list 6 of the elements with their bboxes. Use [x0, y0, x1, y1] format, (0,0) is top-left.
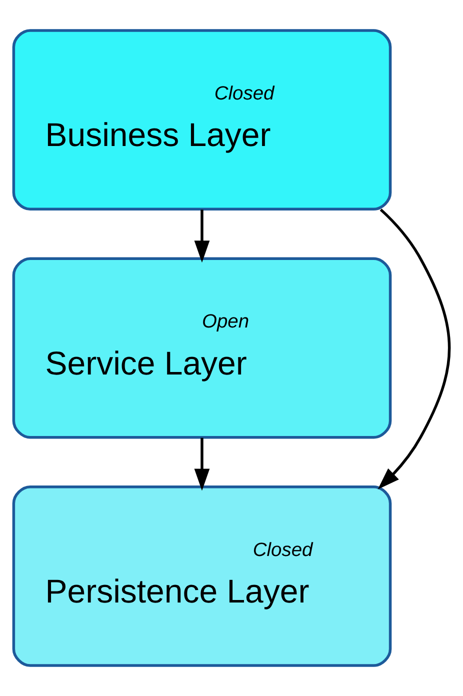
arrow — [194, 438, 210, 491]
arrow — [378, 208, 451, 490]
node-box: Open Service Layer — [12, 257, 392, 439]
node-box: Closed Business Layer — [12, 29, 392, 211]
arrow — [194, 210, 210, 263]
node-box: Closed Persistence Layer — [12, 485, 392, 667]
